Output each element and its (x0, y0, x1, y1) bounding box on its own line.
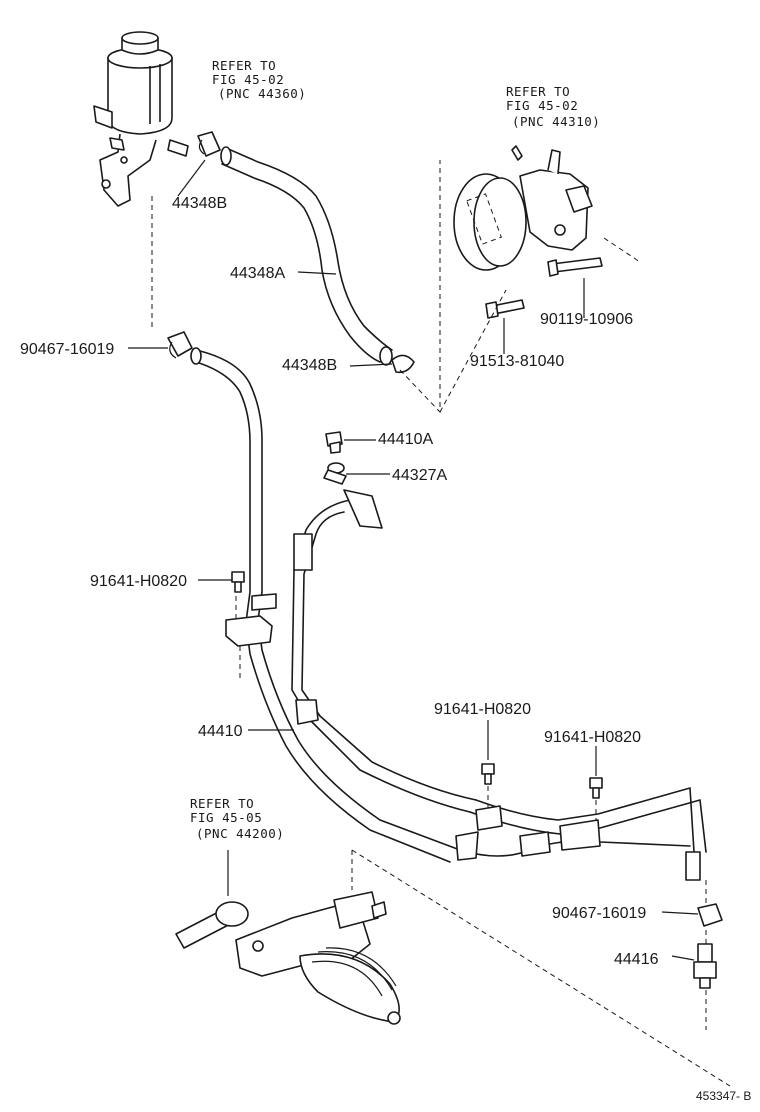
label-bolt-left[interactable]: 91641-H0820 (90, 573, 187, 590)
hose-clamp-lower[interactable] (391, 354, 415, 374)
ref-reservoir-line2: FIG 45-02 (212, 72, 284, 87)
hose-clamp-upper[interactable] (197, 131, 221, 157)
label-bolt-pump-small[interactable]: 91513-81040 (470, 353, 564, 370)
ref-gear-line2: FIG 45-05 (190, 810, 262, 825)
ref-reservoir-line1: REFER TO (212, 58, 276, 73)
pressure-tube-assembly[interactable] (190, 347, 707, 881)
ref-gear-line1: REFER TO (190, 796, 254, 811)
label-union-fitting[interactable]: 44416 (614, 951, 659, 968)
label-bolt-pump[interactable]: 90119-10906 (540, 311, 633, 328)
guide-lines (151, 160, 731, 1087)
label-clamp-right[interactable]: 90467-16019 (552, 905, 646, 922)
label-pressure-tube[interactable]: 44410 (198, 723, 243, 740)
gasket[interactable] (323, 462, 347, 485)
tube-bracket-mid[interactable] (475, 805, 503, 831)
ref-pump-line1: REFER TO (506, 84, 570, 99)
bolt-right[interactable] (589, 777, 603, 799)
union-bolt[interactable] (325, 431, 343, 454)
union-fitting[interactable] (693, 943, 717, 989)
pump-bolt-short[interactable] (485, 299, 525, 319)
label-gasket[interactable]: 44327A (392, 467, 447, 484)
diagram-code: 453347- B (696, 1089, 751, 1103)
bolt-mid[interactable] (481, 763, 495, 785)
power-steering-pump[interactable] (453, 145, 593, 271)
label-bolt-right[interactable]: 91641-H0820 (544, 729, 641, 746)
label-clamp-left[interactable]: 90467-16019 (20, 341, 114, 358)
pump-bolt-long[interactable] (547, 257, 603, 277)
label-clamp-lower[interactable]: 44348B (282, 357, 337, 374)
label-bolt-mid[interactable]: 91641-H0820 (434, 701, 531, 718)
tube-bracket-left[interactable] (225, 593, 277, 647)
leader-lines (128, 159, 699, 961)
ref-pump-line3: (PNC 44310) (512, 114, 600, 129)
reservoir-tank[interactable] (93, 31, 189, 207)
bolt-left[interactable] (231, 571, 245, 593)
ref-reservoir-line3: (PNC 44360) (218, 86, 306, 101)
ref-gear-line3: (PNC 44200) (196, 826, 284, 841)
steering-gear[interactable] (175, 891, 401, 1025)
label-return-hose[interactable]: 44348A (230, 265, 285, 282)
label-union-bolt[interactable]: 44410A (378, 431, 433, 448)
hose-clamp-right[interactable] (697, 903, 723, 927)
return-hose[interactable] (220, 146, 393, 366)
label-clamp-upper[interactable]: 44348B (172, 195, 227, 212)
hose-clamp-left[interactable] (167, 331, 193, 359)
ref-pump-line2: FIG 45-02 (506, 98, 578, 113)
